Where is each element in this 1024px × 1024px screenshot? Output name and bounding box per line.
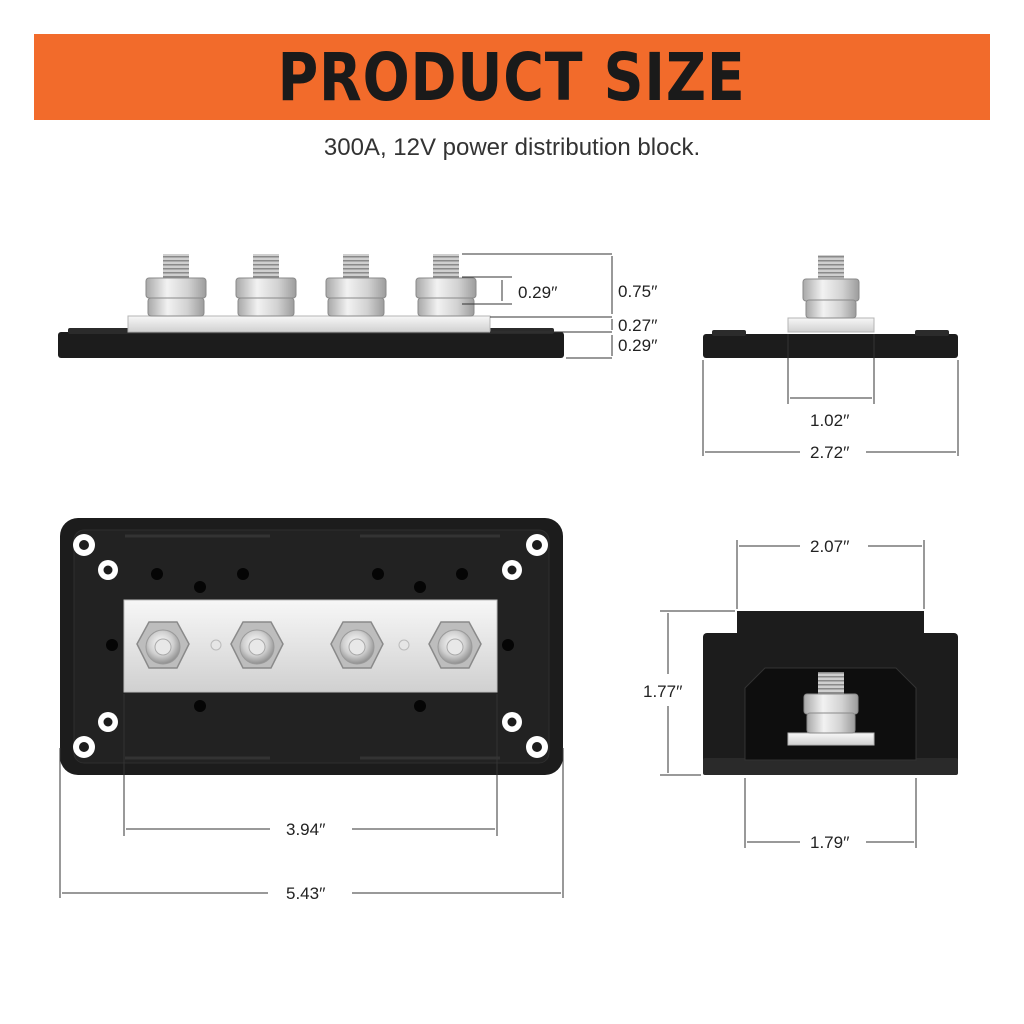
- hex-nut: [136, 621, 190, 669]
- terminal-stud: [235, 254, 297, 317]
- dim-cover-width: 2.07′′: [810, 537, 849, 556]
- top-view-ribs: [125, 534, 500, 760]
- dim-bar-thickness: 0.27′′: [618, 316, 657, 335]
- cover-view-bus-bar: [787, 732, 875, 746]
- dim-cover-height: 1.77′′: [643, 682, 682, 701]
- side-view: 0.29′′ 0.75′′ 0.27′′ 0.29′′: [58, 253, 657, 359]
- hex-nuts: [136, 621, 482, 669]
- cover-view-dimension-lines: [660, 540, 925, 848]
- hex-nut: [230, 621, 284, 669]
- page-title: PRODUCT SIZE: [277, 38, 747, 116]
- end-view-foot-right: [915, 330, 949, 336]
- dim-cover-opening-width: 1.79′′: [810, 833, 849, 852]
- cover-edge: [703, 758, 958, 775]
- terminal-stud: [415, 254, 477, 317]
- title-banner: PRODUCT SIZE: [34, 34, 990, 120]
- dim-bar-length: 3.94′′: [286, 820, 325, 839]
- recess-dots: [106, 568, 514, 712]
- dim-overall-height: 0.75′′: [618, 282, 657, 301]
- cover-view-stud: [803, 672, 859, 734]
- terminal-stud: [145, 254, 207, 317]
- top-view: 3.94′′ 5.43′′: [59, 518, 564, 903]
- end-view-bus-bar: [787, 317, 875, 333]
- end-view: 1.02′′ 2.72′′: [702, 255, 959, 462]
- side-view-studs: [145, 254, 477, 317]
- side-view-base: [58, 332, 564, 358]
- side-view-bus-bar: [127, 315, 491, 333]
- end-view-foot-left: [712, 330, 746, 336]
- cover-view: 2.07′′ 1.77′′ 1.79′′: [643, 537, 958, 852]
- dim-base-length: 5.43′′: [286, 884, 325, 903]
- terminal-stud: [325, 254, 387, 317]
- end-view-dimension-lines: [702, 334, 959, 456]
- hex-nut: [428, 621, 482, 669]
- end-view-stud: [802, 255, 860, 319]
- side-view-dimension-lines: [462, 253, 613, 359]
- hex-nut: [330, 621, 384, 669]
- top-view-dimension-lines: [59, 694, 564, 898]
- dim-base-width: 2.72′′: [810, 443, 849, 462]
- dim-bar-width: 1.02′′: [810, 411, 849, 430]
- dim-stud-thread-height: 0.29′′: [518, 283, 557, 302]
- page-subtitle: 300A, 12V power distribution block.: [323, 134, 701, 161]
- mounting-holes: [73, 534, 548, 758]
- cover-top: [737, 611, 924, 635]
- end-view-base: [703, 334, 958, 358]
- dim-base-thickness: 0.29′′: [618, 336, 657, 355]
